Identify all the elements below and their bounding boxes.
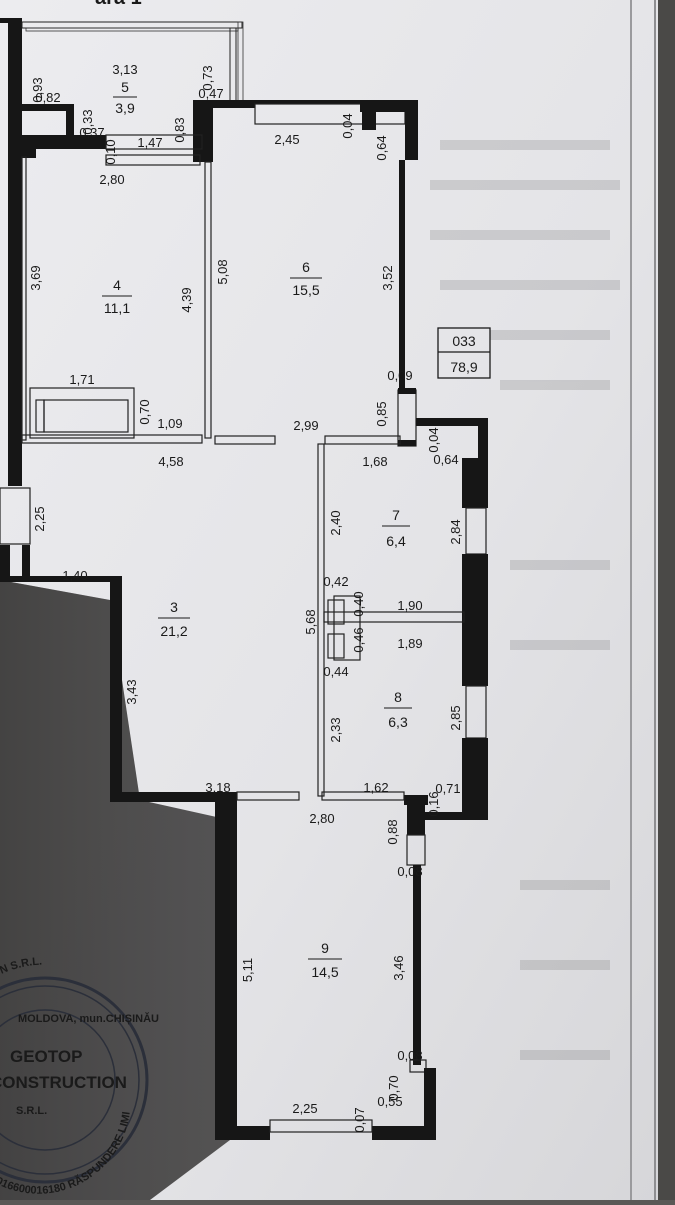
dim-label: 2,45	[274, 132, 299, 147]
dim-label: 4,39	[179, 287, 194, 312]
dim-label: 3,46	[391, 955, 406, 980]
partitions	[21, 134, 465, 801]
dim-label: 3,43	[124, 679, 139, 704]
stamp-ring-city: MOLDOVA, mun.CHIȘINĂU	[18, 1012, 159, 1025]
dim-label: 1,09	[157, 416, 182, 431]
dim-label: 1,47	[137, 135, 162, 150]
stamp-line-1: GEOTOP	[10, 1047, 82, 1066]
apartment-total-area: 78,9	[450, 359, 477, 375]
walls	[0, 18, 488, 1140]
dim-label: 0,09	[387, 368, 412, 383]
dim-label: 1,40	[62, 568, 87, 583]
dim-label: 4,58	[158, 454, 183, 469]
dim-label: 0,64	[374, 135, 389, 160]
apartment-id-box: 033 78,9	[437, 327, 491, 379]
dim-label: 2,84	[448, 519, 463, 544]
page-border-line	[630, 0, 632, 1200]
dim-label: 5,11	[240, 958, 255, 982]
room-labels: 5 3,9 4 11,1 6 15,5 3 21,2 7 6,4 8 6,3 9…	[102, 79, 412, 980]
dim-label: 1,89	[397, 636, 422, 651]
dim-label: 0,46	[351, 627, 366, 652]
dim-label: 0,40	[351, 591, 366, 616]
dim-label: 0,47	[198, 86, 223, 101]
dim-label: 2,25	[32, 506, 47, 531]
room-3-area: 21,2	[160, 623, 187, 639]
room-4-area: 11,1	[104, 300, 130, 316]
dim-label: 0,64	[433, 452, 458, 467]
dim-label: 0,33	[80, 109, 95, 134]
room-8-number: 8	[394, 689, 402, 705]
dim-label: 3,52	[380, 265, 395, 290]
room-9-number: 9	[321, 940, 329, 956]
dim-label: 1,62	[363, 780, 388, 795]
dim-label: 1,90	[397, 598, 422, 613]
dim-label: 0,16	[426, 791, 441, 816]
dimension-labels: 3,13 0,93 0,82 0,33 0,37 0,73 0,47 0,10 …	[28, 62, 463, 1133]
dim-label: 0,42	[323, 574, 348, 589]
dim-label: 0,93	[30, 77, 45, 102]
dim-label: 5,68	[303, 609, 318, 634]
show-through-text	[430, 140, 620, 1060]
room-6-area: 15,5	[292, 282, 319, 298]
stamp-line-2: CONSTRUCTION	[0, 1073, 127, 1092]
dim-label: 2,80	[309, 811, 334, 826]
room-4-number: 4	[113, 277, 121, 293]
dim-label: 3,69	[28, 265, 43, 290]
room-5-area: 3,9	[115, 100, 135, 116]
dim-label: 3,13	[112, 62, 137, 77]
dim-label: 0,08	[397, 864, 422, 879]
dim-label: 0,10	[103, 139, 118, 164]
dim-label: 0,04	[340, 113, 355, 138]
stamp-line-3: S.R.L.	[16, 1105, 47, 1117]
dim-label: 0,71	[435, 781, 460, 796]
paper-edge	[658, 0, 675, 1200]
apartment-code: 033	[452, 333, 476, 349]
room-3-number: 3	[170, 599, 178, 615]
dim-label: 0,73	[200, 65, 215, 90]
dim-label: 0,55	[377, 1094, 402, 1109]
dim-label: 0,07	[352, 1107, 367, 1132]
dim-label: 2,40	[328, 510, 343, 535]
dim-label: 1,71	[69, 372, 94, 387]
dim-label: 0,85	[374, 401, 389, 426]
dim-label: 1,68	[362, 454, 387, 469]
room-8-area: 6,3	[388, 714, 408, 730]
dim-label: 3,18	[205, 780, 230, 795]
dim-label: 5,08	[215, 259, 230, 284]
dim-label: 2,80	[99, 172, 124, 187]
dim-label: 0,83	[172, 117, 187, 142]
dim-label: 2,25	[292, 1101, 317, 1116]
dim-label: 2,85	[448, 705, 463, 730]
room-6-number: 6	[302, 259, 310, 275]
room-7-number: 7	[392, 507, 400, 523]
dim-label: 0,04	[426, 427, 441, 452]
dim-label: 0,44	[323, 664, 348, 679]
dim-label: 0,70	[386, 1075, 401, 1100]
room-9-area: 14,5	[311, 964, 338, 980]
dim-label: 0,37	[79, 125, 104, 140]
dim-label: 0,88	[385, 819, 400, 844]
header-fragment: ara 1	[95, 0, 142, 9]
room-5-number: 5	[121, 79, 129, 95]
dim-label: 2,99	[293, 418, 318, 433]
dim-label: 0,70	[137, 399, 152, 424]
dim-label: 0,08	[397, 1048, 422, 1063]
room-7-area: 6,4	[386, 533, 406, 549]
dim-label: 0,82	[35, 90, 60, 105]
dim-label: 2,33	[328, 717, 343, 742]
